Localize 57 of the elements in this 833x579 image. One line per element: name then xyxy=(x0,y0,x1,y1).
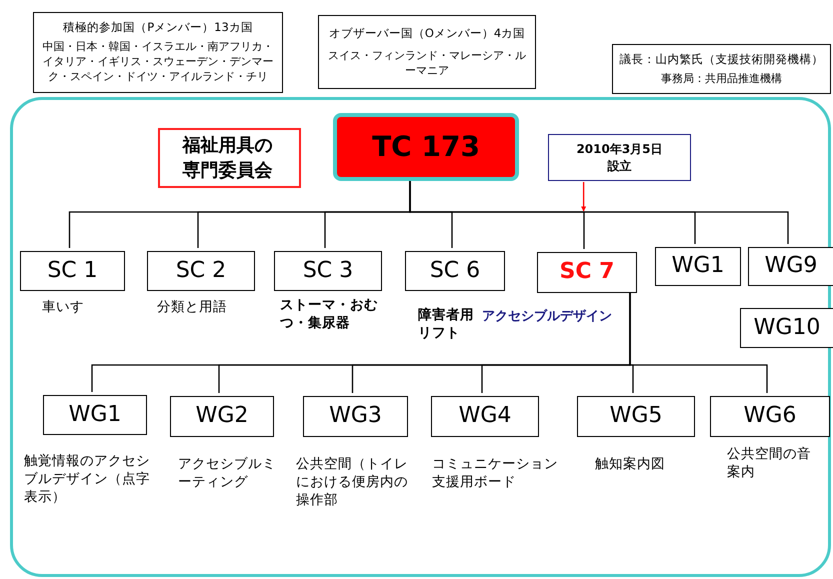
box-label: WG5 xyxy=(610,402,662,430)
subcommittee-box xyxy=(20,251,125,291)
box-label: WG10 xyxy=(754,314,820,342)
box-label: SC 1 xyxy=(47,256,98,285)
description-text: 触知案内図 xyxy=(595,455,666,474)
box-heading: 議長：山内繁氏（支援技術開発機構） xyxy=(620,52,824,68)
box-label: 福祉用具の専門委員会 xyxy=(182,134,274,183)
working-group-box xyxy=(43,395,147,435)
frame-box xyxy=(10,97,831,577)
description-text: アクセシブルデザイン xyxy=(482,308,613,326)
box-label: TC 173 xyxy=(372,129,480,166)
description-text: 分類と用語 xyxy=(157,298,228,316)
subcommittee-box xyxy=(274,251,382,291)
connector-line xyxy=(409,178,789,244)
subcommittee-box xyxy=(147,251,255,291)
box-label: WG4 xyxy=(458,402,512,430)
box-label: SC 3 xyxy=(302,256,354,285)
box-label: 2010年3月5日設立 xyxy=(575,140,664,174)
box-text: 中国・日本・韓国・イスラエル・南アフリカ・イタリア・イギリス・スウェーデン・デンマーク・スペイン・ドイツ・アイルランド・チリ xyxy=(42,40,274,86)
box-heading: 積極的参加国（Pメンバー）13カ国 xyxy=(63,20,253,36)
title-box xyxy=(158,128,301,188)
description-text: 触覚情報のアクセシブルデザイン（点字表示） xyxy=(24,452,151,507)
description-text: 車いす xyxy=(42,298,85,316)
working-group-box xyxy=(170,396,274,437)
box-heading: オブザーバー国（Oメンバー）4カ国 xyxy=(328,26,526,42)
committee-box xyxy=(333,113,519,181)
box-label: SC 2 xyxy=(176,256,226,285)
box-text: 事務局：共用品推進機構 xyxy=(661,72,782,86)
description-text: コミュニケーション支援用ボード xyxy=(432,455,559,492)
box-label: WG2 xyxy=(196,402,248,430)
box-label: WG3 xyxy=(329,402,382,430)
arrow xyxy=(581,182,586,212)
subcommittee-box xyxy=(748,247,833,286)
box-label: WG9 xyxy=(764,252,818,280)
info-box xyxy=(612,44,831,94)
box-label: WG1 xyxy=(68,400,122,429)
box-label: WG6 xyxy=(744,402,796,430)
box-label: WG1 xyxy=(672,252,724,280)
working-group-box xyxy=(577,396,695,437)
description-text: 公共空間の音案内 xyxy=(727,445,812,482)
info-box xyxy=(33,12,283,93)
subcommittee-box xyxy=(740,308,833,348)
description-text: 公共空間（トイレにおける便房内の操作部 xyxy=(296,455,409,510)
box-text: スイス・フィンランド・マレーシア・ルーマニア xyxy=(327,48,527,78)
description-text: 障害者用リフト xyxy=(418,306,475,342)
info-box xyxy=(318,15,536,89)
working-group-box xyxy=(431,396,539,437)
box-label: SC 7 xyxy=(560,258,614,286)
subcommittee-box xyxy=(405,251,505,291)
box-label: SC 6 xyxy=(430,256,480,285)
working-group-box xyxy=(303,396,408,437)
description-text: ストーマ・おむつ・集尿器 xyxy=(280,296,379,332)
subcommittee-box xyxy=(655,247,741,286)
subcommittee-box xyxy=(537,252,637,293)
description-text: アクセシブルミーティング xyxy=(178,455,277,492)
working-group-box xyxy=(710,396,830,437)
date-box xyxy=(548,134,691,181)
